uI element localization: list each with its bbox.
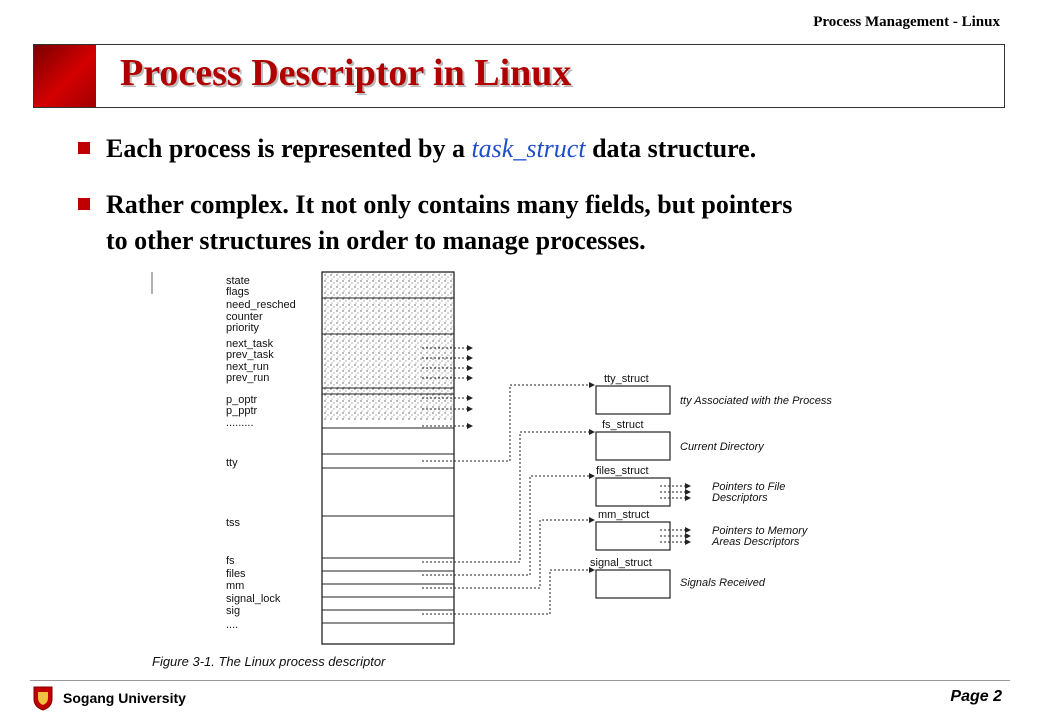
- struct-description: Current Directory: [680, 441, 765, 453]
- field-label: counter: [226, 311, 263, 323]
- field-label: signal_lock: [226, 593, 281, 605]
- struct-name: signal_struct: [590, 557, 652, 569]
- field-label: mm: [226, 580, 244, 592]
- struct-name: mm_struct: [598, 509, 649, 521]
- page-title: Process Descriptor in Linux: [120, 52, 572, 94]
- process-descriptor-figure: state flags need_resched counter priorit…: [150, 268, 930, 673]
- field-label: files: [226, 568, 246, 580]
- title-bar: Process Descriptor in Linux: [33, 44, 1005, 108]
- page-number: Page 2: [950, 688, 1002, 705]
- struct-name: files_struct: [596, 465, 649, 477]
- field-label: priority: [226, 322, 260, 334]
- struct-name: fs_struct: [602, 419, 644, 431]
- field-label: next_task: [226, 338, 274, 350]
- field-label: flags: [226, 286, 250, 298]
- bullet-square-icon: [78, 142, 90, 154]
- footer-university: Sogang University: [63, 690, 186, 706]
- field-label: sig: [226, 605, 240, 617]
- struct-description: tty Associated with the Process: [680, 395, 832, 407]
- bullet-1-text: Each process is represented by a task_st…: [106, 134, 757, 163]
- field-label: next_run: [226, 361, 269, 373]
- struct-description: Pointers to File: [712, 481, 785, 493]
- field-label: ....: [226, 619, 238, 631]
- bullet-2-line-2: to other structures in order to manage p…: [106, 226, 646, 255]
- field-label: fs: [226, 555, 235, 567]
- footer-divider: [30, 680, 1010, 681]
- task-struct-term: task_struct: [471, 134, 586, 163]
- struct-description: Pointers to Memory: [712, 525, 809, 537]
- field-label: prev_run: [226, 372, 269, 384]
- field-label: state: [226, 275, 250, 287]
- figure-caption: Figure 3-1. The Linux process descriptor: [152, 654, 386, 669]
- field-label: p_optr: [226, 394, 258, 406]
- struct-description: Signals Received: [680, 577, 766, 589]
- field-label: .........: [226, 417, 254, 429]
- title-accent-block: [34, 45, 96, 107]
- struct-description: Descriptors: [712, 492, 768, 504]
- field-label: p_pptr: [226, 405, 258, 417]
- field-label: tss: [226, 517, 241, 529]
- field-label: tty: [226, 457, 238, 469]
- struct-name: tty_struct: [604, 373, 649, 385]
- struct-description: Areas Descriptors: [711, 536, 800, 548]
- section-header: Process Management - Linux: [813, 14, 1000, 30]
- field-label: need_resched: [226, 299, 296, 311]
- bullet-square-icon: [78, 198, 90, 210]
- figure-diagram: state flags need_resched counter priorit…: [151, 271, 832, 669]
- university-logo-icon: [33, 686, 53, 711]
- field-label: prev_task: [226, 349, 274, 361]
- bullet-2-line-1: Rather complex. It not only contains man…: [106, 190, 793, 219]
